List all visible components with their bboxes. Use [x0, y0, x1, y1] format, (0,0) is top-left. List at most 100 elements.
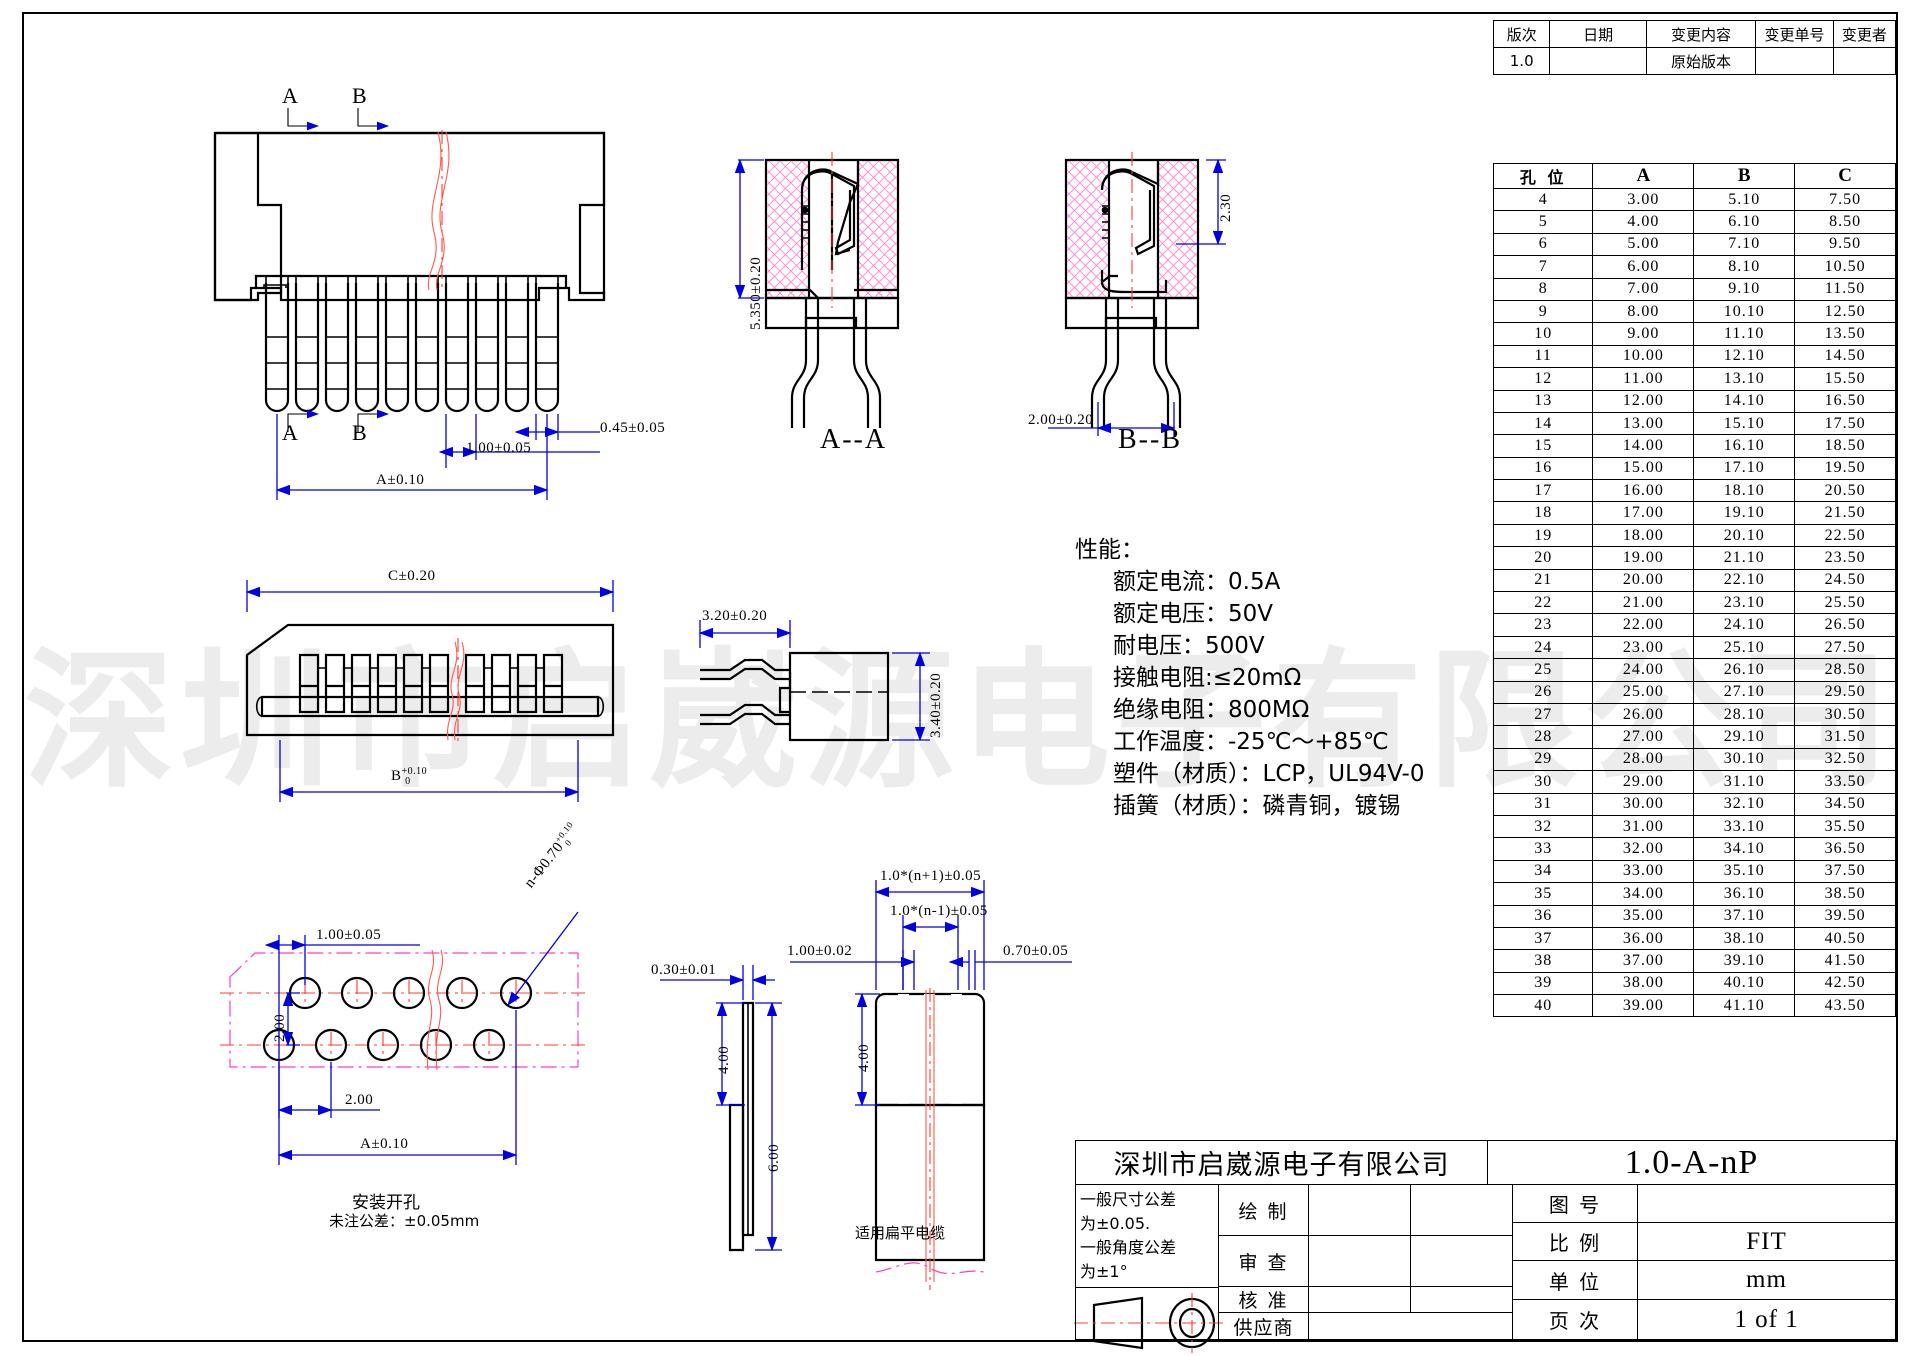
- dimension-cell-c: 11.50: [1794, 277, 1896, 301]
- dimension-cell-pincount: 17: [1492, 479, 1594, 503]
- dimension-cell-b: 32.10: [1693, 792, 1796, 816]
- revision-row: 1.0 原始版本: [1492, 47, 1897, 75]
- revision-cell-version: 1.0: [1492, 47, 1551, 75]
- dimension-header-b: B: [1693, 163, 1796, 189]
- dimension-cell-c: 34.50: [1794, 792, 1896, 816]
- dimension-cell-b: 33.10: [1693, 814, 1796, 839]
- dimension-cell-c: 21.50: [1794, 501, 1896, 525]
- dimension-cell-b: 31.10: [1693, 770, 1796, 794]
- dimension-cell-a: 38.00: [1592, 971, 1695, 996]
- dimension-cell-c: 14.50: [1794, 344, 1896, 369]
- value-drawn-by-date[interactable]: [1410, 1184, 1513, 1236]
- revision-header-cell: 变更内容: [1645, 20, 1757, 48]
- revision-cell-order: [1755, 47, 1834, 75]
- revision-cell-date: [1549, 47, 1647, 75]
- revision-header-row: 版次 日期 变更内容 变更单号 变更者: [1492, 20, 1897, 48]
- dimension-cell-b: 34.10: [1693, 837, 1796, 861]
- dimension-cell-c: 23.50: [1794, 546, 1896, 570]
- value-scale[interactable]: FIT: [1637, 1222, 1896, 1261]
- value-unit[interactable]: mm: [1637, 1260, 1896, 1300]
- dimension-cell-b: 38.10: [1693, 926, 1796, 951]
- value-page[interactable]: 1 of 1: [1637, 1299, 1896, 1340]
- revision-header-cell: 变更单号: [1755, 20, 1834, 48]
- label-scale: 比 例: [1512, 1222, 1638, 1261]
- value-checked-by[interactable]: [1308, 1235, 1411, 1287]
- section-aa-geometry: [734, 152, 900, 428]
- dimension-cell-a: 16.00: [1592, 479, 1695, 503]
- dimension-cell-c: 10.50: [1794, 255, 1896, 279]
- tolerance-note-line: 一般角度公差: [1080, 1238, 1177, 1257]
- value-checked-by-date[interactable]: [1410, 1235, 1513, 1287]
- dimension-cell-a: 4.00: [1592, 210, 1695, 234]
- dimension-cell-b: 36.10: [1693, 882, 1796, 906]
- dimension-cell-b: 7.10: [1693, 232, 1796, 257]
- dimension-cell-a: 39.00: [1592, 994, 1695, 1018]
- dimension-cell-c: 16.50: [1794, 389, 1896, 413]
- value-drawn-by[interactable]: [1308, 1184, 1411, 1236]
- dimension-cell-c: 20.50: [1794, 479, 1896, 503]
- spec-item: 插簧（材质）：磷青铜，镀锡: [1113, 793, 1401, 819]
- dimension-cell-pincount: 7: [1492, 255, 1594, 279]
- dimension-cell-pincount: 20: [1492, 546, 1594, 570]
- dimension-cell-b: 12.10: [1693, 344, 1796, 369]
- dimension-cell-pincount: 29: [1492, 747, 1594, 772]
- dimension-cell-pincount: 34: [1492, 859, 1594, 884]
- dimension-cell-pincount: 32: [1492, 814, 1594, 839]
- value-approved-by-date[interactable]: [1410, 1286, 1513, 1313]
- dimension-cell-pincount: 39: [1492, 971, 1594, 996]
- revision-header-cell: 变更者: [1832, 20, 1897, 48]
- front-view-geometry: [213, 108, 606, 500]
- dimension-cell-b: 26.10: [1693, 658, 1796, 682]
- dimension-cell-a: 15.00: [1592, 456, 1695, 481]
- spec-item: 耐电压：500V: [1113, 633, 1265, 659]
- value-approved-by[interactable]: [1308, 1286, 1411, 1313]
- dimension-cell-pincount: 27: [1492, 702, 1594, 727]
- top-view-geometry: [245, 580, 615, 802]
- dimension-cell-a: 32.00: [1592, 837, 1695, 861]
- company-name: 深圳市启崴源电子有限公司: [1075, 1140, 1488, 1185]
- dimension-cell-b: 29.10: [1693, 725, 1796, 749]
- value-drawing-number[interactable]: [1637, 1184, 1896, 1223]
- dimension-cell-c: 27.50: [1794, 635, 1896, 660]
- revision-header-cell: 日期: [1549, 20, 1647, 48]
- revision-header-cell: 版次: [1492, 20, 1551, 48]
- dimension-cell-pincount: 26: [1492, 680, 1594, 704]
- dimension-cell-pincount: 35: [1492, 882, 1594, 906]
- dimension-cell-pincount: 5: [1492, 210, 1594, 234]
- dimension-cell-pincount: 9: [1492, 299, 1594, 324]
- dimension-cell-pincount: 12: [1492, 367, 1594, 391]
- dimension-cell-c: 28.50: [1794, 658, 1896, 682]
- dimension-cell-c: 37.50: [1794, 859, 1896, 884]
- dimension-cell-pincount: 40: [1492, 994, 1594, 1018]
- value-supplier[interactable]: [1308, 1312, 1513, 1340]
- dimension-cell-c: 15.50: [1794, 367, 1896, 391]
- dimension-cell-a: 9.00: [1592, 322, 1695, 346]
- dimension-cell-a: 28.00: [1592, 747, 1695, 772]
- dimension-cell-pincount: 31: [1492, 792, 1594, 816]
- dimension-cell-pincount: 6: [1492, 232, 1594, 257]
- dimension-cell-b: 35.10: [1693, 859, 1796, 884]
- revision-table: 版次 日期 变更内容 变更单号 变更者 1.0 原始版本: [1492, 20, 1897, 75]
- dimension-cell-a: 5.00: [1592, 232, 1695, 257]
- label-page: 页 次: [1512, 1299, 1638, 1340]
- dimension-cell-c: 38.50: [1794, 882, 1896, 906]
